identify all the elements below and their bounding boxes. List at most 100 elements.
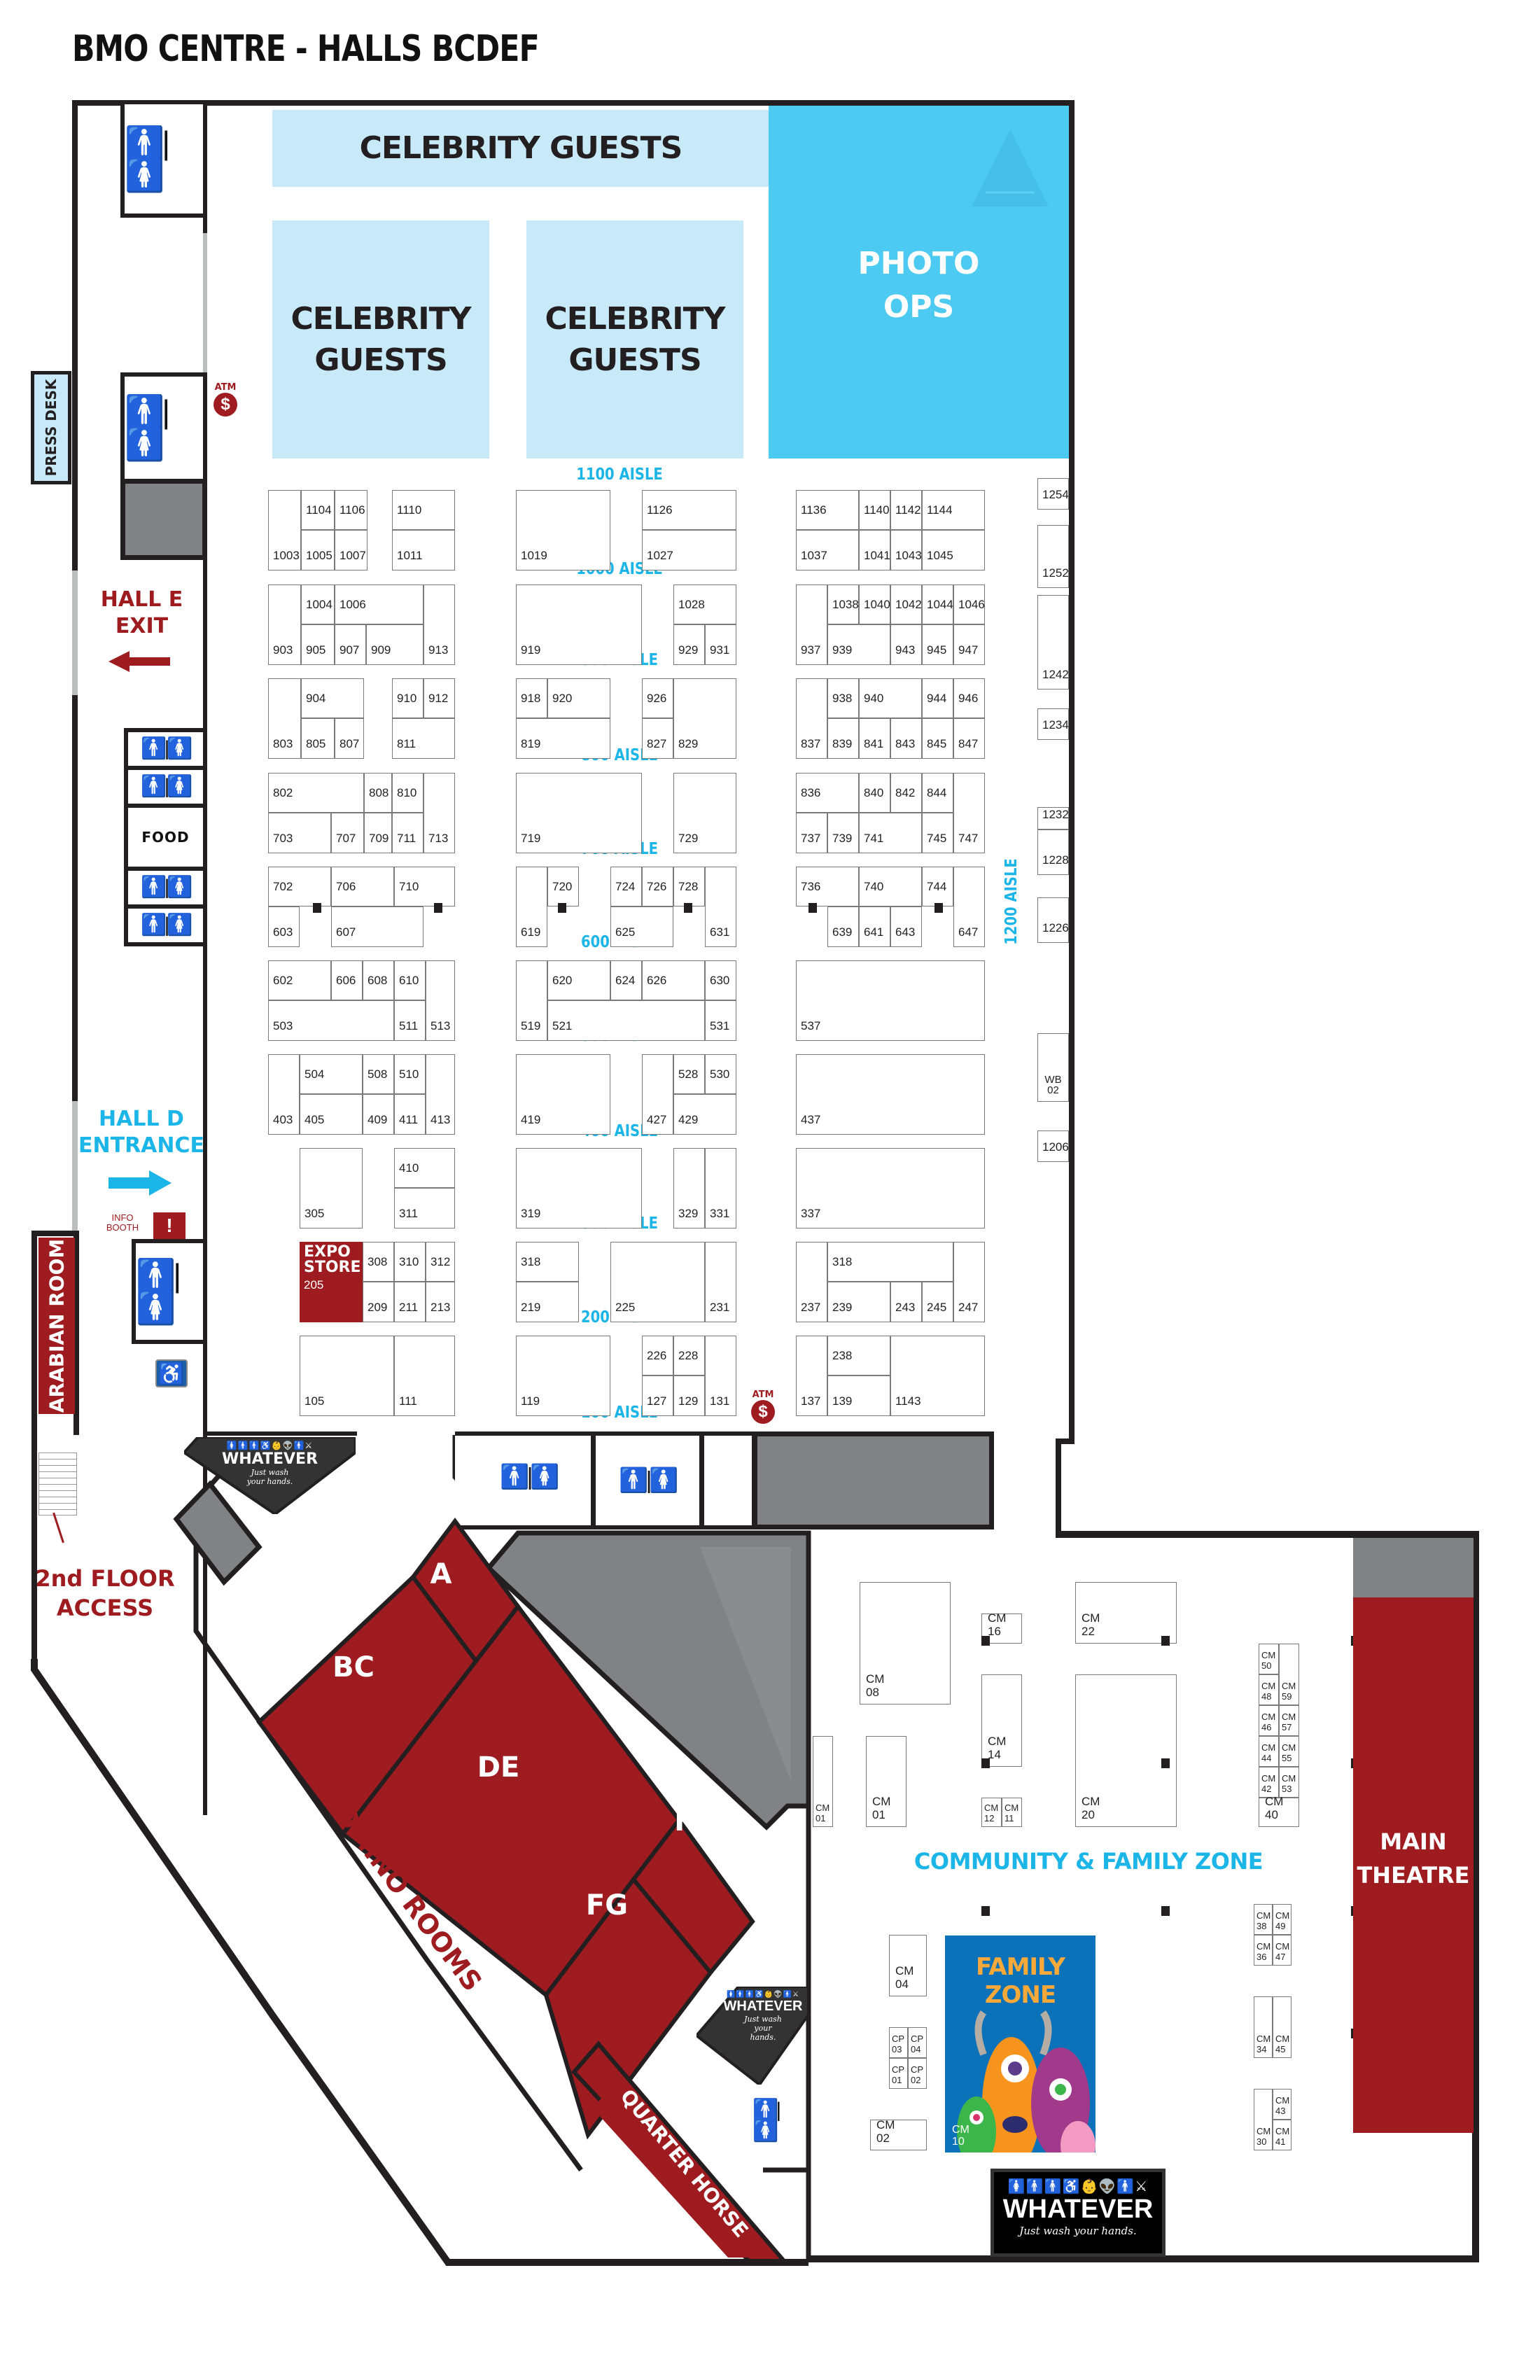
booth[interactable]: 827 xyxy=(642,718,673,759)
booth[interactable]: 318 xyxy=(516,1242,579,1282)
booth[interactable]: 337 xyxy=(796,1148,985,1228)
booth[interactable]: 1044 xyxy=(922,584,953,624)
booth[interactable]: 912 xyxy=(424,678,455,718)
booth[interactable]: 243 xyxy=(890,1282,922,1322)
booth[interactable]: 904 xyxy=(301,678,364,718)
booth[interactable]: 643 xyxy=(890,906,922,947)
booth[interactable]: 610 xyxy=(394,960,426,1000)
booth[interactable]: 119 xyxy=(516,1336,610,1416)
cm-booth[interactable]: CM 01 xyxy=(866,1736,906,1827)
booth[interactable]: 1038 xyxy=(827,584,859,624)
booth[interactable]: 1136 xyxy=(796,490,859,530)
arabian-room[interactable]: ARABIAN ROOM xyxy=(38,1238,75,1414)
booth[interactable]: 937 xyxy=(796,584,827,665)
booth[interactable]: 1046 xyxy=(953,584,985,624)
booth[interactable]: 1142 xyxy=(890,490,922,530)
booth[interactable]: 245 xyxy=(922,1282,953,1322)
booth[interactable]: 703 xyxy=(268,813,331,853)
cm-booth[interactable]: CM 08 xyxy=(860,1582,951,1704)
booth[interactable]: 311 xyxy=(394,1188,455,1228)
booth[interactable]: 630 xyxy=(705,960,736,1000)
booth[interactable]: 226 xyxy=(642,1336,673,1376)
booth[interactable]: 1005 xyxy=(301,530,335,570)
booth[interactable]: 920 xyxy=(547,678,610,718)
booth[interactable]: 847 xyxy=(953,718,985,759)
booth[interactable]: 1040 xyxy=(859,584,890,624)
booth[interactable]: 625 xyxy=(610,906,673,947)
booth[interactable]: 1043 xyxy=(890,530,922,570)
booth[interactable]: 802 xyxy=(268,773,364,813)
booth[interactable]: 744 xyxy=(922,867,953,906)
cm-booth[interactable]: CM 40 xyxy=(1259,1795,1299,1827)
booth[interactable]: 619 xyxy=(516,867,547,947)
cm-booth[interactable]: CM 36 xyxy=(1254,1935,1273,1966)
booth[interactable]: 943 xyxy=(890,624,922,665)
booth[interactable]: 1027 xyxy=(642,530,736,570)
booth[interactable]: 511 xyxy=(394,1000,426,1041)
cm-booth[interactable]: CM 49 xyxy=(1273,1904,1292,1935)
booth[interactable]: 1006 xyxy=(335,584,424,624)
booth[interactable]: 728 xyxy=(673,867,705,906)
booth[interactable]: 1042 xyxy=(890,584,922,624)
booth[interactable]: 910 xyxy=(392,678,424,718)
info-booth[interactable]: ! xyxy=(153,1212,186,1239)
booth[interactable]: 803 xyxy=(268,678,301,759)
booth[interactable]: 139 xyxy=(827,1376,890,1416)
booth[interactable]: 1028 xyxy=(673,584,736,624)
booth[interactable]: 239 xyxy=(827,1282,890,1322)
booth[interactable]: 530 xyxy=(705,1054,736,1094)
cm-booth[interactable]: CP 01 xyxy=(889,2058,908,2089)
booth[interactable]: 510 xyxy=(394,1054,426,1094)
booth[interactable]: 707 xyxy=(331,813,364,853)
booth[interactable]: 528 xyxy=(673,1054,705,1094)
booth[interactable]: WB 02 xyxy=(1037,1033,1069,1102)
booth[interactable]: 931 xyxy=(705,624,736,665)
cm-booth[interactable]: CM 11 xyxy=(1002,1798,1022,1827)
booth[interactable]: 940 xyxy=(859,678,922,718)
cm-booth[interactable]: CM 20 xyxy=(1075,1674,1177,1827)
main-theatre[interactable]: MAIN THEATRE xyxy=(1353,1597,1474,2133)
cm-booth[interactable]: CM 12 xyxy=(981,1798,1002,1827)
booth[interactable]: 411 xyxy=(394,1094,426,1135)
booth[interactable]: 607 xyxy=(331,906,424,947)
booth[interactable]: 131 xyxy=(705,1336,736,1416)
cm-booth[interactable]: CM 57 xyxy=(1279,1705,1299,1736)
booth[interactable]: 711 xyxy=(392,813,424,853)
celebrity-guests-top[interactable]: CELEBRITY GUESTS xyxy=(272,110,769,187)
booth[interactable]: 819 xyxy=(516,718,610,759)
booth[interactable]: 710 xyxy=(394,867,455,906)
booth[interactable]: 919 xyxy=(516,584,642,665)
booth[interactable]: 225 xyxy=(610,1242,705,1322)
cm-booth[interactable]: CM 44 xyxy=(1259,1736,1279,1767)
booth[interactable]: 729 xyxy=(673,773,736,853)
booth[interactable]: 739 xyxy=(827,813,859,853)
booth[interactable]: 624 xyxy=(610,960,642,1000)
whatever-restroom-sign-1[interactable]: 🚺🚹🚹♿👶👽🚹⚔ WHATEVER Just wash your hands. xyxy=(184,1437,356,1514)
booth[interactable]: 706 xyxy=(331,867,394,906)
booth[interactable]: 211 xyxy=(394,1282,426,1322)
booth[interactable]: 519 xyxy=(516,960,547,1041)
booth[interactable]: 620 xyxy=(547,960,610,1000)
booth[interactable]: 737 xyxy=(796,813,827,853)
booth[interactable]: 829 xyxy=(673,678,736,759)
booth[interactable]: 1234 xyxy=(1037,708,1069,740)
booth[interactable]: 1140 xyxy=(859,490,890,530)
cm-booth[interactable]: CM 38 xyxy=(1254,1904,1273,1935)
booth[interactable]: 413 xyxy=(426,1054,455,1135)
booth[interactable]: 841 xyxy=(859,718,890,759)
cm-booth[interactable]: CM 30 xyxy=(1254,2089,1273,2150)
booth[interactable]: 531 xyxy=(705,1000,736,1041)
cm-booth[interactable]: CM 46 xyxy=(1259,1705,1279,1736)
booth[interactable]: 639 xyxy=(827,906,859,947)
booth[interactable]: 741 xyxy=(859,813,922,853)
booth[interactable]: 111 xyxy=(394,1336,455,1416)
press-desk[interactable]: PRESS DESK xyxy=(31,371,71,484)
booth[interactable]: 913 xyxy=(424,584,455,665)
booth[interactable]: 521 xyxy=(547,1000,705,1041)
cm-booth[interactable]: CM 48 xyxy=(1259,1674,1279,1705)
booth[interactable]: 602 xyxy=(268,960,331,1000)
cm-booth[interactable]: CM 41 xyxy=(1273,2120,1292,2150)
booth[interactable]: 839 xyxy=(827,718,859,759)
booth[interactable]: 1011 xyxy=(392,530,455,570)
booth[interactable]: 1004 xyxy=(301,584,335,624)
